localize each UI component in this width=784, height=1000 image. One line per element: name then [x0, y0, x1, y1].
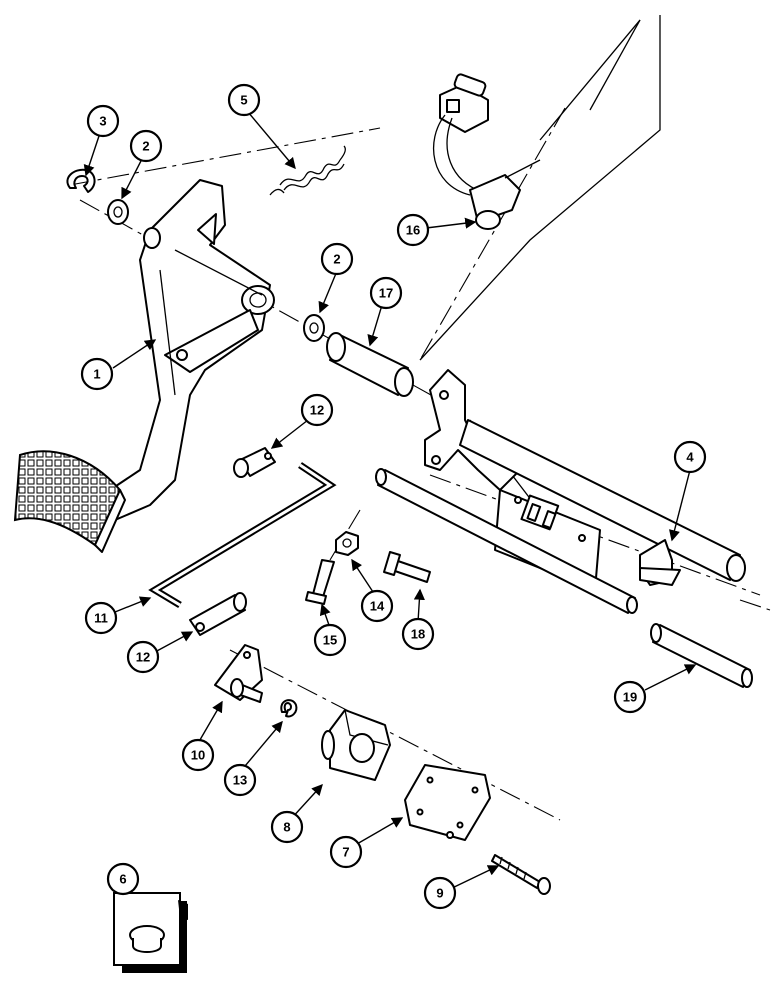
callout-16: 16	[396, 213, 430, 247]
plug-inset-box	[113, 892, 188, 973]
long-rod	[375, 468, 753, 688]
svg-text:18: 18	[411, 627, 425, 642]
pivot-block	[321, 709, 391, 781]
callout-5: 5	[227, 83, 261, 117]
bushing-sleeve	[326, 332, 414, 397]
svg-text:6: 6	[119, 872, 126, 887]
svg-text:2: 2	[333, 252, 340, 267]
callout-18: 18	[401, 617, 435, 651]
callout-9: 9	[423, 876, 457, 910]
callout-4: 4	[673, 440, 707, 474]
svg-text:2: 2	[142, 139, 149, 154]
callout-8: 8	[270, 810, 304, 844]
retaining-clip-top	[66, 168, 96, 193]
svg-text:4: 4	[686, 450, 694, 465]
svg-text:15: 15	[323, 633, 337, 648]
long-screw	[491, 854, 551, 895]
svg-text:10: 10	[191, 748, 205, 763]
callout-19: 19	[613, 680, 647, 714]
svg-text:17: 17	[379, 286, 393, 301]
mounting-bracket	[424, 369, 521, 491]
lock-nut	[335, 531, 359, 556]
svg-text:9: 9	[436, 886, 443, 901]
washer-top	[107, 199, 129, 225]
stud-lever	[214, 644, 263, 703]
callout-10: 10	[181, 738, 215, 772]
brake-switch-harness	[432, 73, 541, 230]
callout-12-lower: 12	[126, 640, 160, 674]
svg-text:16: 16	[406, 223, 420, 238]
retaining-clip-bottom	[280, 699, 298, 718]
svg-text:14: 14	[370, 599, 385, 614]
callout-6: 6	[106, 862, 140, 896]
svg-text:11: 11	[94, 611, 108, 626]
svg-text:19: 19	[623, 690, 637, 705]
bolt-long	[383, 551, 431, 583]
washer-middle	[303, 314, 325, 342]
bolt-short	[305, 559, 335, 605]
callout-2-upper: 2	[129, 129, 163, 163]
clutch-pedal-arm	[94, 179, 275, 521]
svg-text:8: 8	[283, 820, 290, 835]
callout-13: 13	[223, 763, 257, 797]
return-spring	[269, 145, 346, 196]
callout-11: 11	[84, 601, 118, 635]
square-plate	[404, 764, 491, 841]
bent-linkage-rod	[148, 462, 337, 609]
svg-text:12: 12	[136, 650, 150, 665]
svg-text:3: 3	[99, 114, 106, 129]
callout-14: 14	[360, 589, 394, 623]
callout-3: 3	[86, 104, 120, 138]
callout-17: 17	[369, 276, 403, 310]
callout-12-upper: 12	[300, 393, 334, 427]
callout-7: 7	[329, 835, 363, 869]
svg-text:12: 12	[310, 403, 324, 418]
callout-2-middle: 2	[320, 242, 354, 276]
clevis-lower	[189, 592, 247, 636]
callout-1: 1	[80, 357, 114, 391]
svg-text:7: 7	[342, 845, 349, 860]
svg-text:1: 1	[93, 367, 100, 382]
clevis-upper	[233, 447, 276, 478]
callout-15: 15	[313, 623, 347, 657]
pedal-pad	[13, 450, 126, 553]
svg-text:5: 5	[240, 93, 247, 108]
svg-text:13: 13	[233, 773, 247, 788]
